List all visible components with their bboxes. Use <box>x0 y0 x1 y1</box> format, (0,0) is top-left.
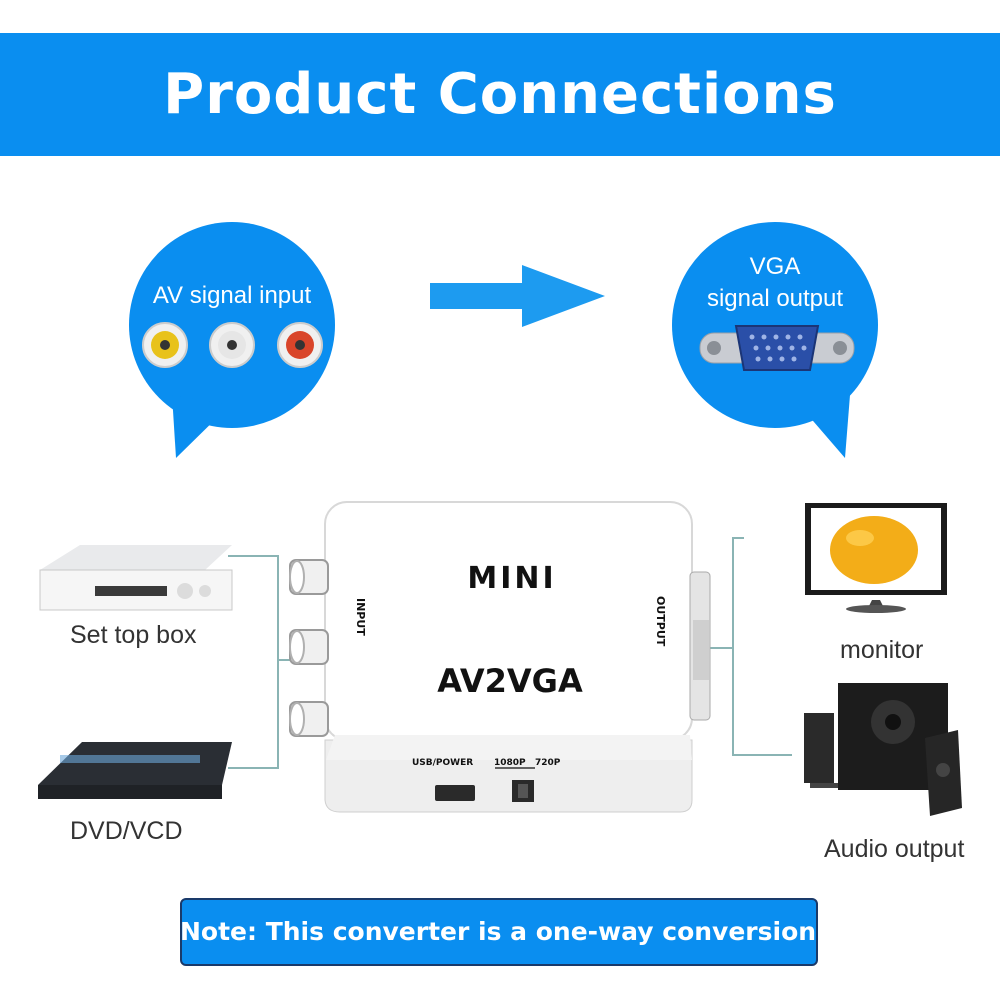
dvd-label: DVD/VCD <box>70 817 183 845</box>
dvd-player-image <box>38 742 232 799</box>
monitor-label: monitor <box>840 636 924 664</box>
output-bubble <box>672 222 878 458</box>
rca-red-icon <box>277 322 323 368</box>
note-text: Note: This converter is a one-way conver… <box>180 917 826 946</box>
converter-brand-text: MINI <box>467 561 556 596</box>
converter-usb-label: USB/POWER <box>412 758 473 768</box>
set-top-box-label: Set top box <box>70 621 197 649</box>
audio-output-label: Audio output <box>824 835 965 863</box>
converter-1080-label: 1080P <box>494 758 526 768</box>
input-bubble-label: AV signal input <box>152 282 312 309</box>
output-bubble-label-line1: VGA <box>749 253 801 280</box>
input-bubble <box>129 222 335 458</box>
set-top-box-image <box>39 545 233 611</box>
output-bubble-label-line2: signal output <box>706 285 844 312</box>
speakers-image <box>804 683 962 816</box>
header-banner <box>0 33 1000 156</box>
converter-output-label: OUTPUT <box>654 596 667 647</box>
converter-720-label: 720P <box>535 758 561 768</box>
monitor-image <box>805 503 947 613</box>
converter-device-image <box>289 501 711 813</box>
rca-white-icon <box>209 322 255 368</box>
page-title: Product Connections <box>163 62 837 127</box>
rca-yellow-icon <box>142 322 188 368</box>
converter-model-text: AV2VGA <box>437 662 583 700</box>
note-box <box>180 898 818 966</box>
arrow-right-icon <box>430 265 605 327</box>
converter-input-label: INPUT <box>354 598 367 636</box>
vga-port-icon <box>699 325 855 371</box>
